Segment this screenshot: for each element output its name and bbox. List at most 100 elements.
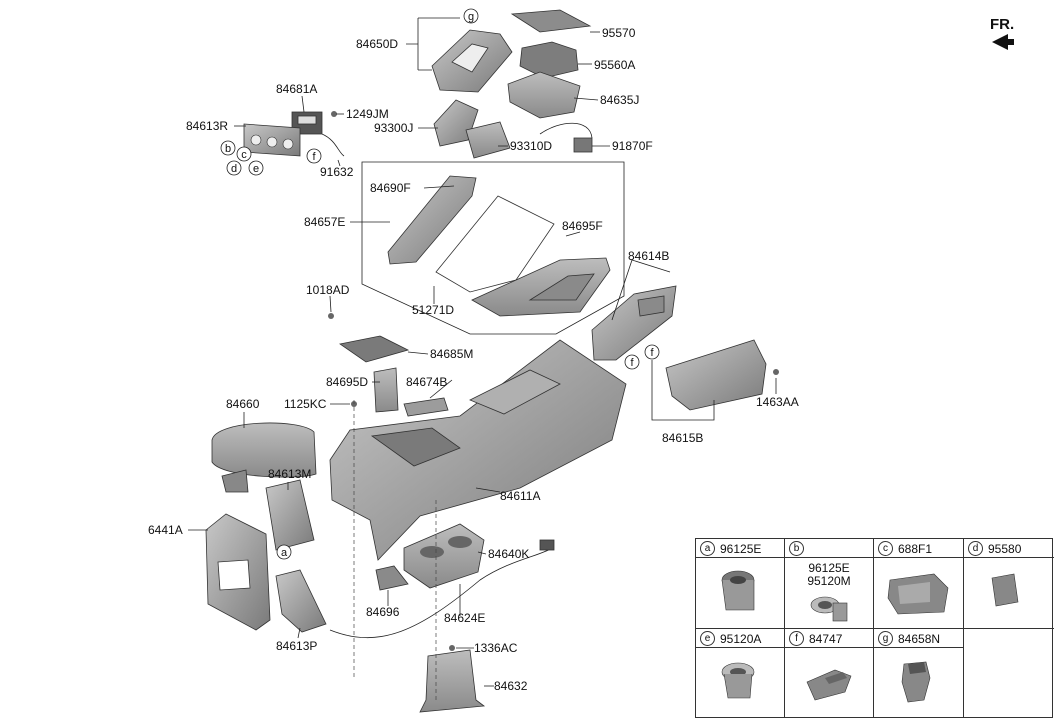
callout-f-1: f [306, 148, 322, 164]
label-84613M: 84613M [268, 467, 311, 481]
label-84615B: 84615B [662, 431, 703, 445]
screw-1336AC-icon [449, 645, 455, 651]
label-1463AA: 1463AA [756, 395, 799, 409]
part-688F1-icon [887, 573, 949, 615]
svg-text:c: c [241, 149, 247, 161]
label-84611A: 84611A [500, 489, 540, 503]
label-84624E: 84624E [444, 611, 485, 625]
part-91870F-harness [539, 122, 593, 153]
callout-b: b [220, 140, 236, 156]
part-84658N-icon [901, 661, 931, 703]
callout-a: a [276, 544, 292, 560]
label-1249JM: 1249JM [346, 107, 389, 121]
label-84696: 84696 [366, 605, 400, 619]
part-95570-mat [510, 9, 592, 33]
label-1125KC: 1125KC [284, 397, 327, 411]
label-91632: 91632 [320, 165, 354, 179]
part-84696-cover [375, 565, 409, 591]
part-95580-icon [991, 573, 1019, 607]
label-1336AC: 1336AC [474, 641, 518, 655]
legend-b-code-1: 96125E [808, 561, 850, 575]
label-84681A: 84681A [276, 82, 317, 96]
callout-c: c [236, 146, 252, 162]
part-91632-harness [321, 133, 345, 157]
svg-text:g: g [468, 11, 474, 23]
callout-g: g [463, 8, 479, 24]
label-93310D: 93310D [510, 139, 552, 153]
svg-text:b: b [225, 143, 231, 155]
part-84632-bracket [419, 649, 486, 713]
part-96125E-icon [721, 570, 755, 611]
screw-1249JM-icon [331, 111, 337, 117]
label-84640K: 84640K [488, 547, 529, 561]
part-93310D-switch [465, 121, 511, 159]
part-84640K-cupholder [403, 523, 485, 589]
label-84695F: 84695F [562, 219, 603, 233]
part-6441A-bezel [205, 513, 271, 631]
part-95120A-icon [721, 662, 755, 699]
callout-e: e [248, 160, 264, 176]
svg-text:d: d [231, 163, 237, 175]
part-84613R-panel [243, 123, 301, 157]
front-direction-label: FR. [990, 16, 1015, 33]
part-84614B-side-panel [591, 285, 677, 361]
label-84690F: 84690F [370, 181, 411, 195]
svg-text:a: a [281, 547, 288, 559]
callout-d: d [226, 160, 242, 176]
label-95570: 95570 [602, 26, 636, 40]
svg-text:f: f [312, 151, 316, 163]
svg-text:e: e [253, 163, 259, 175]
part-84650D-bezel [431, 29, 513, 93]
callout-f-2: f [624, 354, 640, 370]
label-1018AD: 1018AD [306, 283, 350, 297]
label-84660: 84660 [226, 397, 260, 411]
part-84660-armrest [211, 422, 317, 493]
part-84695F-garnish [435, 195, 611, 317]
part-95560A-tray [519, 41, 579, 79]
label-93300J: 93300J [374, 121, 413, 135]
front-direction-arrow-icon [992, 34, 1014, 50]
part-84635J-bracket [507, 71, 581, 119]
legend-cell-b: b 96125E 95120M [785, 539, 874, 629]
label-6441A: 6441A [148, 523, 183, 537]
label-84674B: 84674B [406, 375, 447, 389]
label-84613R: 84613R [186, 119, 228, 133]
label-84657E: 84657E [304, 215, 345, 229]
label-84614B: 84614B [628, 249, 669, 263]
label-95560A: 95560A [594, 58, 635, 72]
label-91870F: 91870F [612, 139, 653, 153]
callout-f-3: f [644, 344, 660, 360]
part-95120M-icon [810, 596, 848, 622]
label-84635J: 84635J [600, 93, 639, 107]
part-84695D-trim [373, 367, 399, 413]
part-84615B-side-panel [665, 339, 767, 411]
label-84695D: 84695D [326, 375, 368, 389]
screw-1018AD-icon [328, 313, 334, 319]
part-84611A-console [329, 339, 627, 561]
group-outline-84657E [361, 161, 625, 335]
svg-text:f: f [650, 347, 654, 359]
label-84632: 84632 [494, 679, 528, 693]
screw-1463AA-icon [773, 369, 779, 375]
label-84613P: 84613P [276, 639, 317, 653]
part-84685M-pad [338, 335, 410, 363]
part-84613M-bracket [265, 479, 315, 551]
legend-b-code-2: 95120M [807, 574, 851, 588]
part-84747-icon [806, 669, 852, 701]
svg-text:f: f [630, 357, 634, 369]
part-84624E-harness [329, 539, 555, 638]
label-84685M: 84685M [430, 347, 473, 361]
part-84613P-cover [275, 569, 327, 633]
part-84690F-trim [387, 175, 477, 265]
label-84650D: 84650D [356, 37, 398, 51]
part-84674B-strip [403, 397, 449, 417]
legend-cell-empty [964, 629, 1054, 717]
